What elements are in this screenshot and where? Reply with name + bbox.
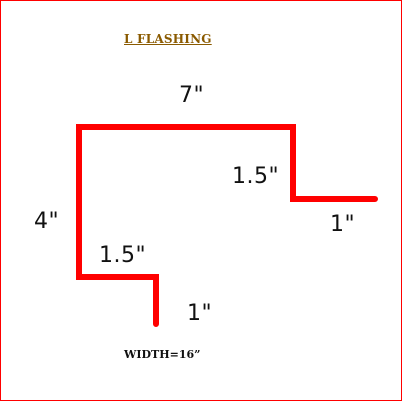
flashing-profile-line: [76, 124, 378, 327]
dimension-right-flange: 1": [330, 212, 356, 237]
dimension-left-height: 4": [34, 209, 60, 234]
dimension-top-width: 7": [179, 83, 205, 108]
dimension-bottom-flange: 1": [187, 301, 213, 326]
dimension-right-drop: 1.5": [232, 164, 280, 189]
dimension-bottom-drop: 1.5": [99, 243, 147, 268]
width-note: WIDTH=16”: [124, 348, 201, 361]
diagram-title: L FLASHING: [124, 32, 212, 46]
